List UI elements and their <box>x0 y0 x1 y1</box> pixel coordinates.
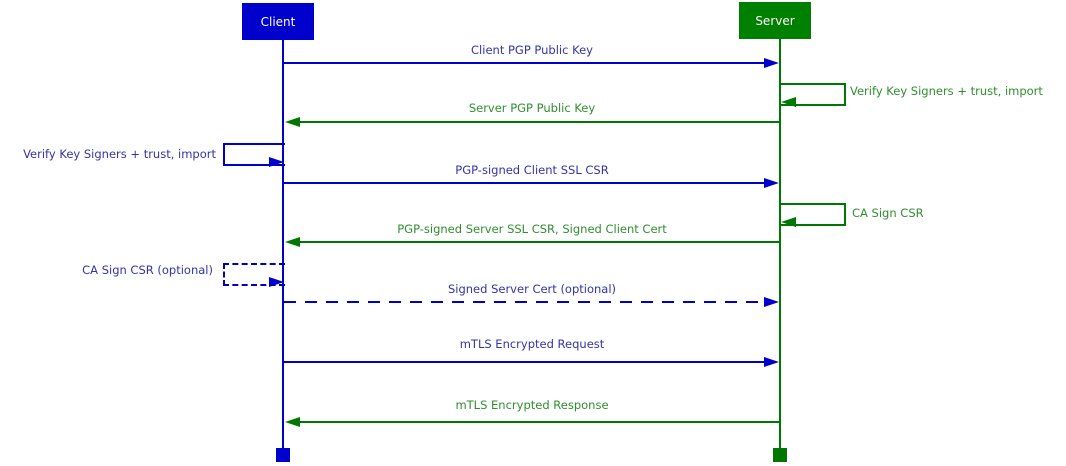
message-arrow-line <box>284 361 765 363</box>
arrowhead-right-icon <box>764 178 779 188</box>
arrowhead-right-icon <box>269 277 284 287</box>
arrowhead-right-icon <box>764 297 779 307</box>
lifeline-client <box>282 40 284 448</box>
arrowhead-right-icon <box>269 157 284 167</box>
message-label: CA Sign CSR (optional) <box>82 263 213 277</box>
arrowhead-left-icon <box>285 417 300 427</box>
message-label: Signed Server Cert (optional) <box>447 282 617 296</box>
message-label: mTLS Encrypted Response <box>455 398 609 412</box>
arrowhead-left-icon <box>781 217 796 227</box>
message-label: Server PGP Public Key <box>468 101 596 115</box>
message-arrow-line <box>300 241 779 243</box>
arrowhead-left-icon <box>781 97 796 107</box>
message-label: mTLS Encrypted Request <box>459 337 605 351</box>
message-label: Verify Key Signers + trust, import <box>850 84 1043 98</box>
message-label: PGP-signed Server SSL CSR, Signed Client… <box>397 222 667 236</box>
arrowhead-left-icon <box>285 237 300 247</box>
message-label: Client PGP Public Key <box>471 43 593 57</box>
actor-label-client: Client <box>260 14 296 29</box>
message-arrow-line <box>300 421 779 423</box>
actor-box-client: Client <box>242 3 314 40</box>
self-message-loop-server <box>780 203 846 226</box>
message-label: Verify Key Signers + trust, import <box>23 147 216 161</box>
message-arrow-line-dashed <box>284 301 762 303</box>
self-message-loop-server <box>780 83 846 106</box>
actor-label-server: Server <box>755 13 795 28</box>
message-label: CA Sign CSR <box>852 206 924 220</box>
arrowhead-right-icon <box>764 357 779 367</box>
lifeline-server-end-arrowhead-icon <box>773 448 787 462</box>
lifeline-client-end-arrowhead-icon <box>276 448 290 462</box>
arrowhead-left-icon <box>285 117 300 127</box>
message-arrow-line <box>300 121 779 123</box>
message-arrow-line <box>284 182 765 184</box>
actor-box-server: Server <box>739 2 811 39</box>
message-arrow-line <box>284 62 765 64</box>
lifeline-server <box>779 39 781 448</box>
message-label: PGP-signed Client SSL CSR <box>455 163 609 177</box>
self-message-loop-client-dashed <box>223 263 285 286</box>
self-message-loop-client <box>223 143 285 166</box>
arrowhead-right-icon <box>764 58 779 68</box>
